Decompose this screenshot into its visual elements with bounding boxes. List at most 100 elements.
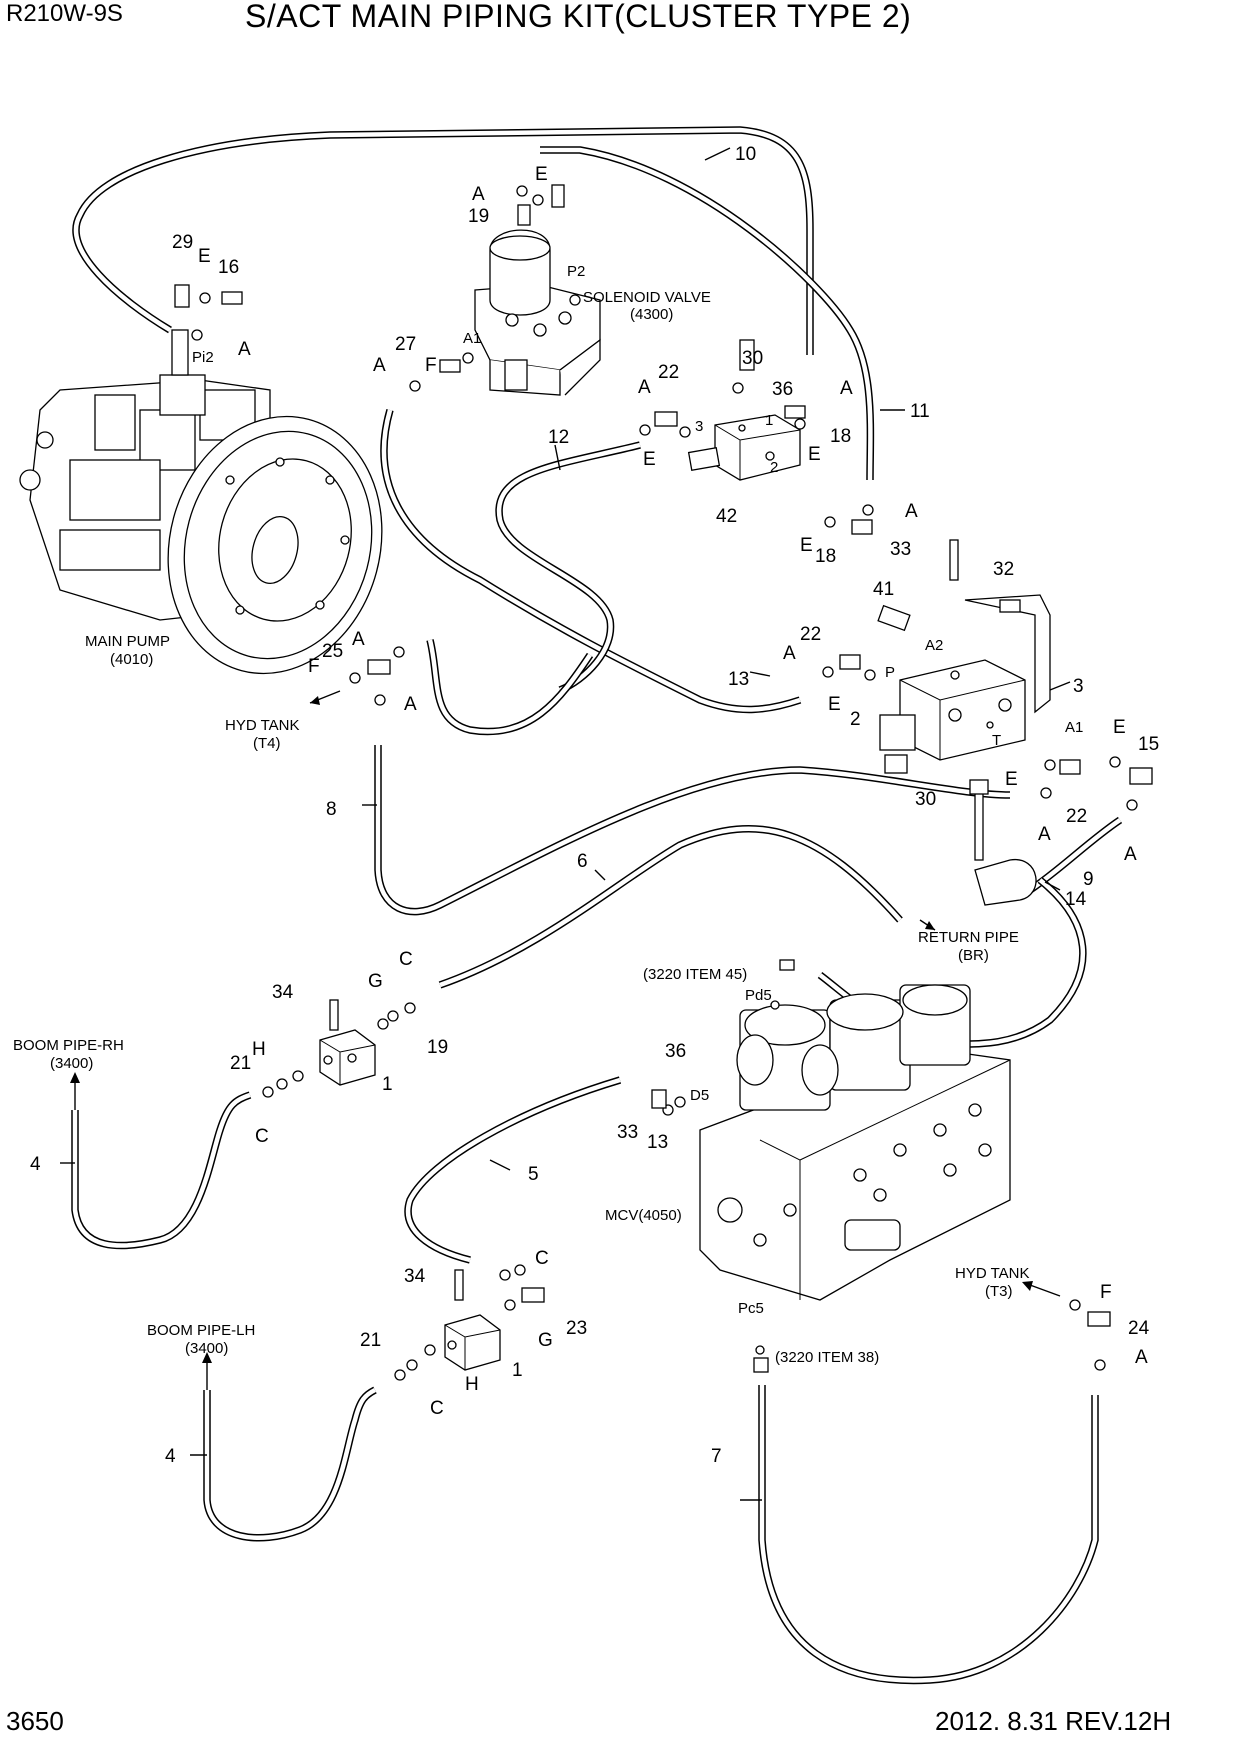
seal-letter: A [404,694,417,715]
port-label: P2 [567,263,585,280]
main-pump-label: MAIN PUMP [85,633,170,650]
port-labels: Pi2 P2 A1 3 1 2 A2 P T A1 Pd5 D5 Pc5 [192,263,1083,1317]
seal-letter: E [808,444,821,465]
seal-letter: A [638,377,651,398]
part-number: 19 [468,206,489,227]
part-number: 8 [326,799,337,820]
part-number: 4 [165,1446,176,1467]
part-number: 4 [30,1154,41,1175]
ref-item38-label: (3220 ITEM 38) [775,1349,879,1366]
part-number: 12 [548,427,569,448]
seal-letter: A [905,501,918,522]
seal-letter: E [800,535,813,556]
part-number: 33 [890,539,911,560]
port-label: 3 [695,418,703,435]
valve-block-42 [687,414,801,481]
seal-letter: E [828,694,841,715]
seal-letter: E [643,449,656,470]
seal-letter: A [373,355,386,376]
solenoid-valve [474,229,601,396]
boom-pipe-lh-label: BOOM PIPE-LH [147,1322,255,1339]
part-number: 36 [772,379,793,400]
seal-letter: H [465,1374,479,1395]
part-number: 3 [1073,676,1084,697]
part-number: 22 [1066,806,1087,827]
part-number: 29 [172,232,193,253]
return-pipe-code: (BR) [958,947,989,964]
seal-letter: C [255,1126,269,1147]
boom-pipe-rh-code: (3400) [50,1055,93,1072]
part-number: 27 [395,334,416,355]
port-label: Pd5 [745,987,772,1004]
part-number: 18 [815,546,836,567]
port-label: A2 [925,637,943,654]
seal-letter: A [1038,824,1051,845]
hyd-tank-t4-label: HYD TANK [225,717,299,734]
port-label: 2 [770,459,778,476]
part-number: 11 [910,401,930,422]
solenoid-valve-code: (4300) [630,306,673,323]
seal-letter: F [425,355,437,376]
seal-letter: A [238,339,251,360]
part-number: 25 [322,641,343,662]
part-number: 14 [1065,889,1087,910]
valve-block-2 [879,594,1051,774]
part-number: 5 [528,1164,539,1185]
port-label: 1 [765,412,773,429]
port-label: Pc5 [738,1300,764,1317]
part-number: 1 [382,1074,393,1095]
part-number: 15 [1138,734,1159,755]
part-number: 6 [577,851,588,872]
seal-letter-labels: A E E A F A A A E E A E A A F A E E E A … [198,164,1148,1419]
part-number: 22 [658,362,679,383]
part-number: 18 [830,426,851,447]
part-number: 1 [512,1360,523,1381]
part-number: 23 [566,1318,587,1339]
part-number: 13 [728,669,749,690]
seal-letter: G [538,1330,553,1351]
page-title: S/ACT MAIN PIPING KIT(CLUSTER TYPE 2) [245,0,912,34]
seal-letter: E [198,246,211,267]
part-number: 9 [1083,869,1094,890]
part-number: 32 [993,559,1014,580]
boom-pipe-rh-label: BOOM PIPE-RH [13,1037,124,1054]
part-number: 22 [800,624,821,645]
port-label: A1 [1065,719,1083,736]
part-number: 34 [404,1266,426,1287]
part-number: 42 [716,506,737,527]
mcv-label: MCV(4050) [605,1207,682,1224]
port-label: Pi2 [192,349,214,366]
part-number: 13 [647,1132,668,1153]
part-number: 36 [665,1041,686,1062]
block-1-lower [444,1314,501,1371]
model-code: R210W-9S [6,0,123,27]
part-number: 30 [742,348,763,369]
main-pump-code: (4010) [110,651,153,668]
seal-letter: A [352,629,365,650]
port-label: T [992,732,1001,749]
hyd-tank-t3-label: HYD TANK [955,1265,1029,1282]
part-number: 41 [873,579,894,600]
seal-letter: G [368,971,383,992]
component-labels: MAIN PUMP (4010) SOLENOID VALVE (4300) H… [13,289,1029,1366]
seal-letter: A [840,378,853,399]
seal-letter: E [1005,769,1018,790]
seal-letter: E [1113,717,1126,738]
boom-pipe-lh-code: (3400) [185,1340,228,1357]
port-label: A1 [463,330,481,347]
part-number: 16 [218,257,239,278]
clamp-14 [969,779,1037,906]
seal-letter: A [472,184,485,205]
seal-letter: F [1100,1282,1112,1303]
seal-letter: C [430,1398,444,1419]
block-1-upper [319,1029,376,1086]
part-number: 24 [1128,1318,1150,1339]
revision-date: 2012. 8.31 REV.12H [935,1706,1172,1736]
part-number: 30 [915,789,936,810]
return-pipe-label: RETURN PIPE [918,929,1019,946]
hyd-tank-t3-code: (T3) [985,1283,1013,1300]
seal-letter: A [783,643,796,664]
main-pump [19,329,383,675]
port-label: D5 [690,1087,709,1104]
